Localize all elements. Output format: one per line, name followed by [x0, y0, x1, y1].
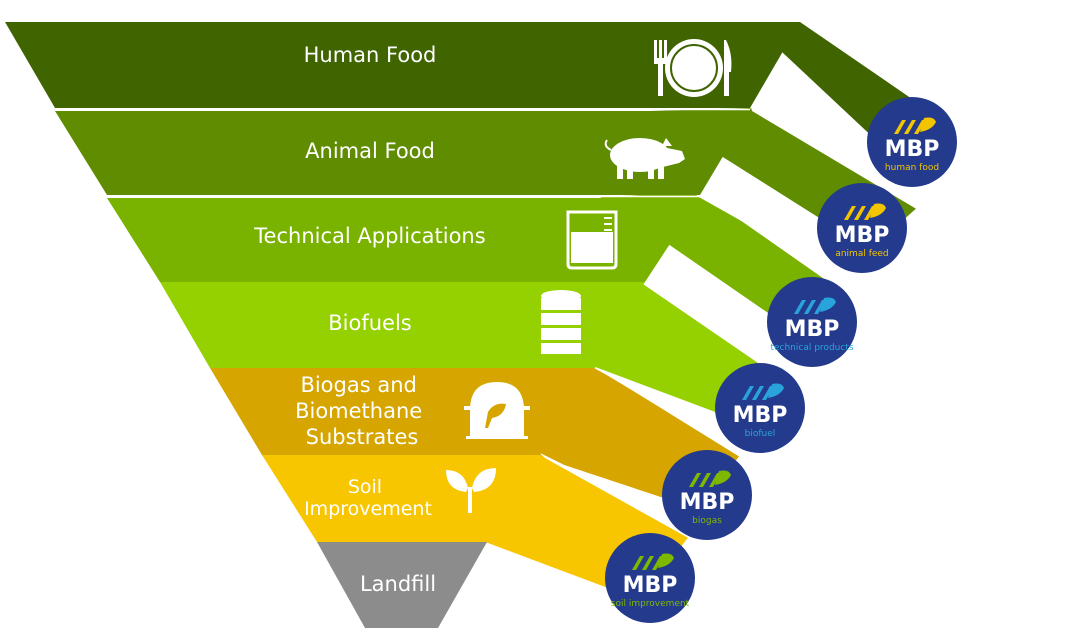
- oil-barrel-icon: [541, 290, 581, 354]
- plate-fork-knife-icon: [654, 39, 732, 97]
- label-human-food: Human Food: [304, 43, 437, 67]
- mbp-logo-icon: [632, 553, 674, 570]
- level-biofuels: [160, 282, 645, 368]
- badge-brand: MBP: [785, 317, 840, 342]
- level-landfill: [317, 542, 487, 628]
- measuring-beaker-icon: [566, 210, 618, 270]
- biogas-plant-icon: [464, 382, 530, 439]
- label-landfill: Landfill: [360, 572, 436, 596]
- badge-subtitle: biofuel: [745, 429, 776, 439]
- badge-subtitle: technical products: [770, 343, 853, 353]
- mbp-logo-icon: [689, 470, 731, 487]
- mbp-logo-icon: [742, 383, 784, 400]
- label-biofuels: Biofuels: [328, 311, 412, 335]
- pig-icon: [604, 138, 685, 179]
- badge-brand: MBP: [835, 223, 890, 248]
- label-biogas-biomethane: Biogas and Biomethane Substrates: [295, 373, 429, 449]
- label-technical-applications: Technical Applications: [253, 224, 485, 248]
- badge-brand: MBP: [733, 403, 788, 428]
- level-separators: [55, 108, 750, 198]
- badge-subtitle: animal feed: [835, 249, 888, 259]
- sprout-icon: [446, 468, 496, 513]
- mbp-logo-icon: [844, 203, 886, 220]
- level-soil-improvement: [262, 455, 540, 542]
- level-animal-food: [55, 111, 750, 195]
- badge-subtitle: human food: [885, 163, 939, 173]
- badge-subtitle: soil improvement: [611, 599, 690, 609]
- level-technical-applications: [107, 198, 700, 282]
- band-separators: [538, 102, 972, 540]
- label-soil-improvement: Soil Improvement: [304, 476, 432, 520]
- mbp-logo-icon: [794, 297, 836, 314]
- badge-brand: MBP: [885, 137, 940, 162]
- mbp-logo-icon: [894, 117, 936, 134]
- badge-brand: MBP: [680, 490, 735, 515]
- label-animal-food: Animal Food: [305, 139, 435, 163]
- level-human-food: [5, 22, 800, 108]
- badge-brand: MBP: [623, 573, 678, 598]
- badge-subtitle: biogas: [692, 516, 722, 526]
